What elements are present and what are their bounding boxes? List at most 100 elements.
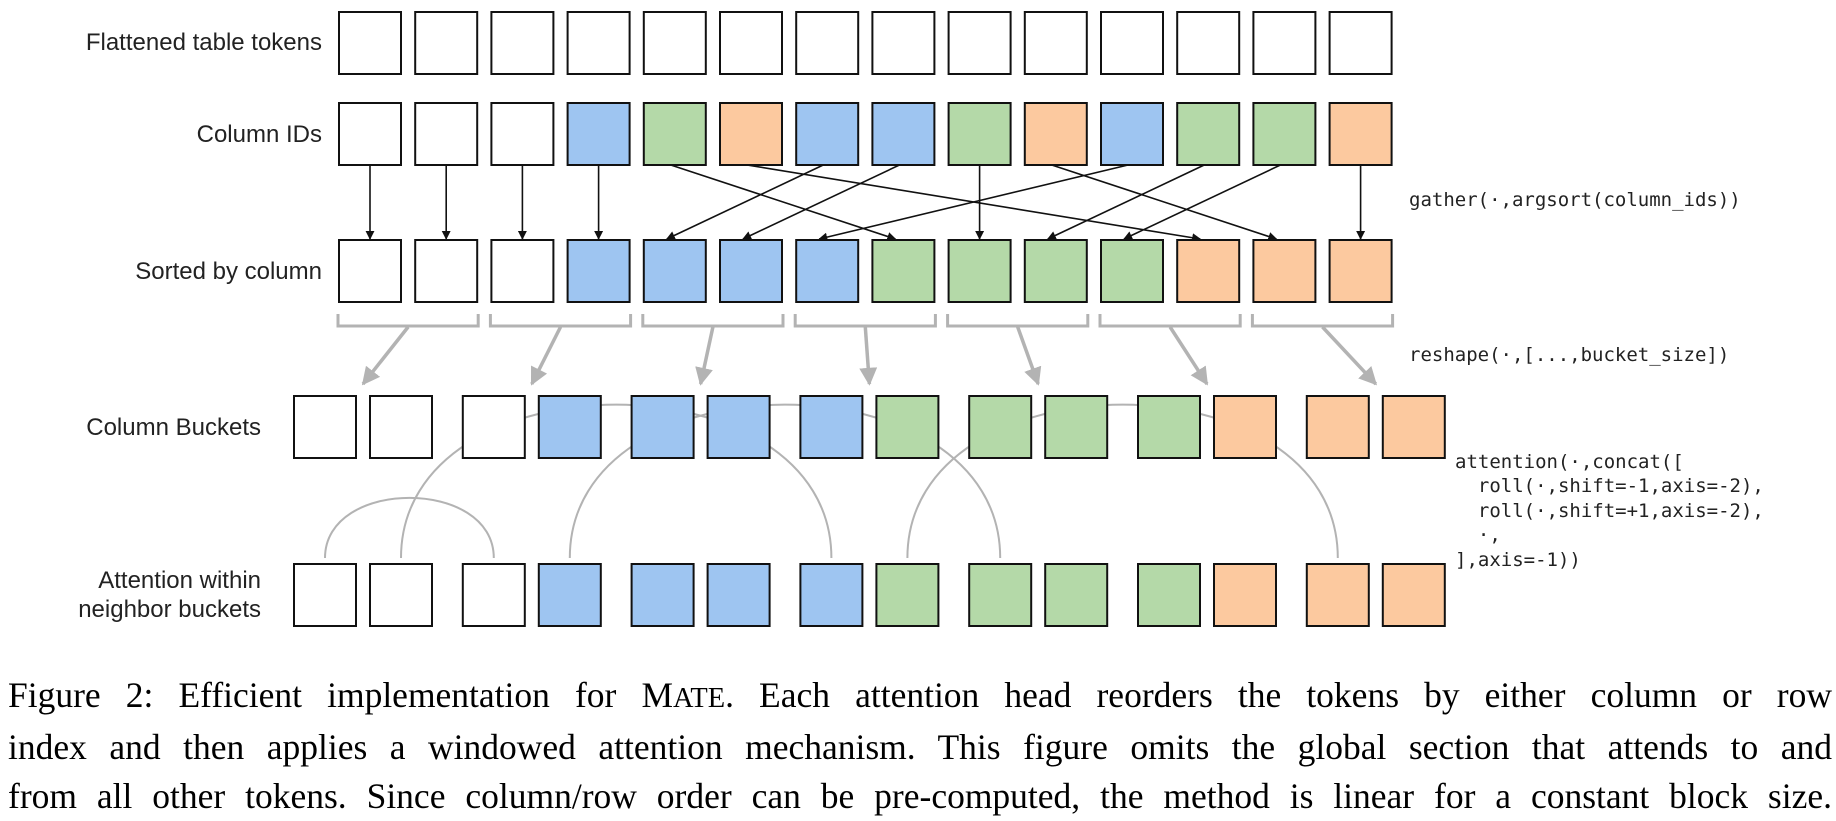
attention-op-line-4: ·, (1455, 524, 1501, 546)
attention-arc (400, 403, 833, 559)
flattened-token-cell (338, 11, 402, 75)
sorted-token-cell (947, 239, 1012, 303)
bucket-cell (968, 395, 1033, 459)
attention-bucket-cell (537, 563, 602, 627)
row-label-buckets: Column Buckets (86, 414, 261, 441)
bucket-cell (293, 395, 357, 459)
column-id-cell (566, 102, 631, 166)
bucket-cell (537, 395, 602, 459)
gather-arrow (1046, 164, 1205, 240)
flattened-token-cell (414, 11, 479, 75)
flattened-token-cell (1252, 11, 1317, 75)
attention-bucket-cell (1305, 563, 1370, 627)
bucket-cell (1044, 395, 1109, 459)
bucket-bracket (1098, 314, 1242, 328)
bucket-bracket (946, 314, 1090, 328)
mate-diagram: Flattened table tokens Column IDs Sorted… (78, 11, 1764, 627)
attention-bucket-cell (1137, 563, 1201, 627)
flattened-token-cell (566, 11, 631, 75)
bucket-bracket (1250, 314, 1395, 328)
caption-line-1-end: . Each attention head reorders the token… (725, 675, 1833, 715)
column-id-cell (1176, 102, 1241, 166)
sorted-token-cell (642, 239, 707, 303)
column-id-cell (1023, 102, 1088, 166)
bucket-bracket (488, 314, 633, 328)
column-id-cell (1328, 102, 1393, 166)
bucket-cell (875, 395, 940, 459)
gather-arrow (665, 164, 824, 240)
caption-line-2: index and then applies a windowed attent… (8, 727, 1832, 767)
sorted-token-cell (1100, 239, 1164, 303)
sorted-token-cell (1176, 239, 1241, 303)
flattened-token-cell (1100, 11, 1164, 75)
sorted-token-cell (490, 239, 555, 303)
bucket-cell (799, 395, 864, 459)
column-id-cell (338, 102, 402, 166)
column-id-cell (871, 102, 936, 166)
column-id-cell (1100, 102, 1164, 166)
caption-smallcaps: ATE (673, 683, 726, 714)
column-id-cell (1252, 102, 1317, 166)
sorted-token-cell (338, 239, 402, 303)
bucket-cell (1381, 395, 1446, 459)
bucket-bracket (793, 314, 937, 328)
bucket-cell (1137, 395, 1201, 459)
sorted-token-cell (1328, 239, 1393, 303)
gather-arrow (1051, 164, 1278, 241)
flattened-token-cell (1176, 11, 1241, 75)
flattened-token-cell (1328, 11, 1393, 75)
reshape-arrow (1168, 326, 1209, 386)
gather-op-label: gather(·,argsort(column_ids)) (1409, 189, 1741, 211)
bucket-bracket (641, 314, 785, 328)
attention-bucket-cell (630, 563, 695, 627)
column-id-cell (947, 102, 1012, 166)
attention-bucket-cell (968, 563, 1033, 627)
bucket-cell (369, 395, 433, 459)
attention-bucket-cell (1381, 563, 1446, 627)
bucket-cell (1213, 395, 1277, 459)
attention-bucket-cell (875, 563, 940, 627)
reshape-op-label: reshape(·,[...,bucket_size]) (1409, 344, 1729, 366)
sorted-token-cell (414, 239, 479, 303)
caption-line-1-start: Figure 2: Efficient implementation for M (8, 675, 674, 715)
reshape-arrow (859, 326, 878, 386)
gather-arrow (670, 164, 897, 241)
bucket-brackets (336, 314, 1395, 386)
attention-op-line-3: roll(·,shift=+1,axis=-2), (1455, 500, 1764, 522)
reshape-arrow (361, 325, 410, 386)
bucket-cell (706, 395, 771, 459)
flattened-token-cell (719, 11, 783, 75)
flattened-token-cell (871, 11, 936, 75)
bucket-cell (1305, 395, 1370, 459)
bucket-bracket (336, 314, 480, 328)
token-cells (293, 11, 1446, 627)
reshape-arrow (1321, 325, 1378, 386)
reshape-arrow (530, 326, 563, 386)
sorted-token-cell (1023, 239, 1088, 303)
attention-bucket-cell (369, 563, 433, 627)
attention-bucket-cell (461, 563, 526, 627)
attention-bucket-cell (293, 563, 357, 627)
attention-op-line-5: ],axis=-1)) (1455, 549, 1581, 571)
row-label-column-ids: Column IDs (197, 121, 322, 148)
gather-arrow (1123, 164, 1281, 240)
column-id-cell (490, 102, 555, 166)
bucket-cell (461, 395, 526, 459)
attention-arc (324, 497, 495, 559)
figure-caption: Figure 2: Efficient implementation for M… (8, 671, 1832, 821)
attention-arc (568, 403, 1002, 559)
attention-bucket-cell (799, 563, 864, 627)
gather-arrow (742, 164, 900, 240)
caption-line-1: Figure 2: Efficient implementation for M… (8, 671, 1832, 723)
attention-bucket-cell (706, 563, 771, 627)
column-id-cell (414, 102, 479, 166)
attention-bucket-cell (1213, 563, 1277, 627)
column-id-cell (795, 102, 860, 166)
row-label-sorted: Sorted by column (135, 258, 322, 285)
sorted-token-cell (1252, 239, 1317, 303)
flattened-token-cell (1023, 11, 1088, 75)
column-id-cell (642, 102, 707, 166)
sorted-token-cell (566, 239, 631, 303)
flattened-token-cell (795, 11, 860, 75)
bucket-cell (630, 395, 695, 459)
